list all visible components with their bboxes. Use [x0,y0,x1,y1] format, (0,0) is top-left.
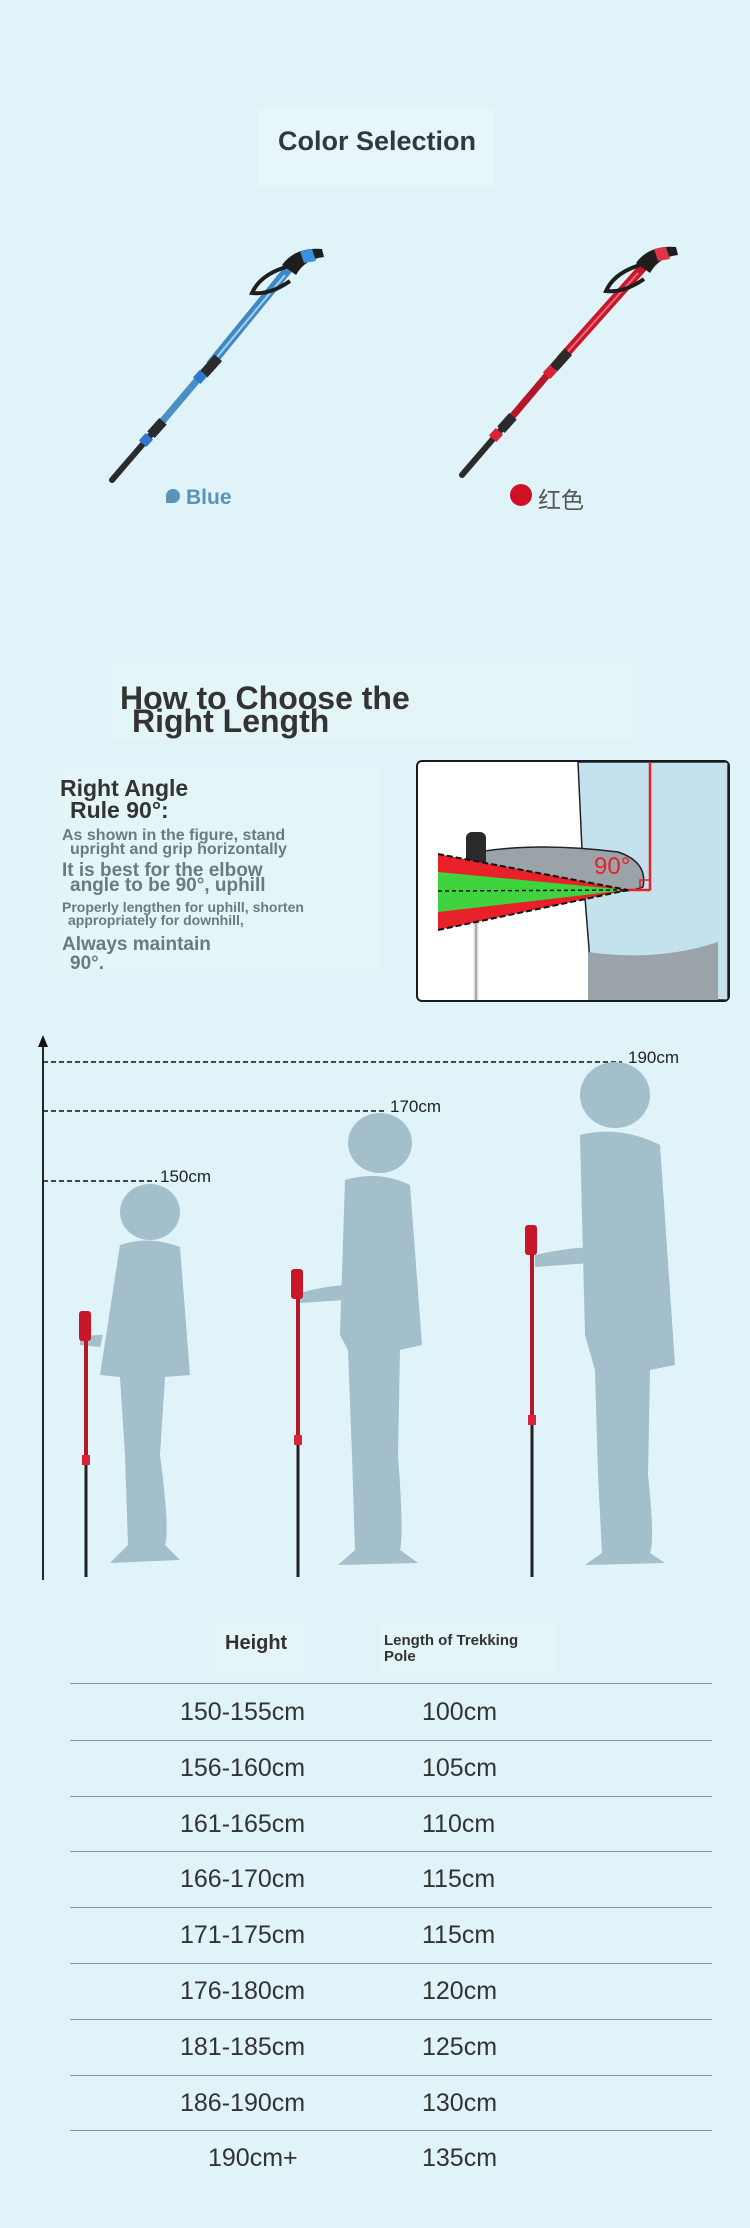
rule-desc-line6: appropriately for downhill, [68,912,244,928]
adult-silhouette [535,1062,675,1565]
rule-desc-line4: angle to be 90°, uphill [70,875,266,896]
color-selection-title-bg [258,108,494,186]
rule-title-line1: Right Angle [60,775,189,801]
row-height-value: 171-175cm [180,1921,306,1950]
blue-pole-shaft [109,264,294,483]
color-selection-title: Color Selection [277,126,477,156]
height-label-170: 170cm [390,1097,441,1116]
blue-pole-image [109,248,324,483]
table-row: 166-170cm 115cm [70,1851,712,1909]
angle-diagram-svg: 90° [437,762,728,1000]
row-height-value: 166-170cm [180,1865,306,1894]
length-title-line2: Right Length [132,703,330,739]
rule-desc-line5: Properly lengthen for uphill, shorten [62,899,304,915]
row-length-value: 125cm [422,2032,498,2061]
row-length-value: 115cm [422,1865,496,1894]
table-row: 181-185cm 125cm [70,2019,712,2076]
rule-desc-line7: Always maintain [62,934,211,955]
rule-desc-line8: 90°. [70,953,105,974]
row-height-value: 176-180cm [180,1977,306,2005]
rule-desc-line3: It is best for the elbow [62,860,263,881]
red-pole-shaft [459,261,649,478]
table-row: 171-175cm 115cm [70,1907,712,1964]
adult-pole [525,1225,537,1577]
table-row: 156-160cm 105cm [70,1740,712,1797]
table-row: 150-155cm 100cm [70,1684,712,1741]
height-label-150: 150cm [160,1167,211,1186]
header-height: Height [225,1632,288,1654]
table-row: 190cm+ 135cm [70,2130,712,2186]
table-row: 186-190cm 130cm [70,2075,712,2132]
row-length-value: 105cm [422,1753,498,1782]
row-length-value: 120cm [422,1977,498,2005]
table-row: 161-165cm 110cm [70,1796,712,1853]
red-label: 红色 [538,487,584,513]
rule-text-bg [58,768,380,968]
header-length: Length of Trekking Pole [384,1632,519,1665]
row-height-value: 186-190cm [180,2088,306,2117]
angle-diagram: 90° [416,760,730,1002]
row-length-value: 130cm [422,2088,498,2117]
row-length-value: 100cm [422,1698,498,1726]
child-silhouette [80,1184,190,1563]
rule-desc-line2: upright and grip horizontally [70,841,287,858]
blue-label: Blue [186,486,232,509]
row-length-value: 115cm [422,1921,496,1950]
blue-pole-handle [249,248,324,296]
row-length-value: 110cm [422,1809,496,1838]
table-row: 176-180cm 120cm [70,1963,712,2020]
teen-pole [291,1269,303,1577]
table-top-rule [70,1683,712,1684]
height-figures: 150cm 170cm 190cm [38,1035,679,1580]
rule-title-line2: Rule 90°: [70,797,169,823]
row-height-value: 161-165cm [180,1809,306,1838]
red-swatch-icon [510,484,532,506]
length-title-bg [110,662,632,740]
row-height-value: 190cm+ [208,2144,298,2173]
row-length-value: 135cm [422,2144,498,2173]
row-height-value: 150-155cm [180,1698,306,1726]
angle-label: 90° [594,853,630,880]
length-title-line1: How to Choose the [120,680,410,716]
row-height-value: 156-160cm [180,1753,306,1782]
red-pole-image [459,246,678,478]
height-label-190: 190cm [628,1048,679,1067]
header-length-bg [380,1618,555,1678]
blue-swatch-icon [166,489,180,503]
child-pole [79,1311,91,1577]
row-height-value: 181-185cm [180,2032,306,2061]
header-height-bg [210,1618,306,1678]
rule-desc-line1: As shown in the figure, stand [62,827,286,844]
red-pole-handle [603,246,678,294]
teen-silhouette [300,1113,422,1565]
